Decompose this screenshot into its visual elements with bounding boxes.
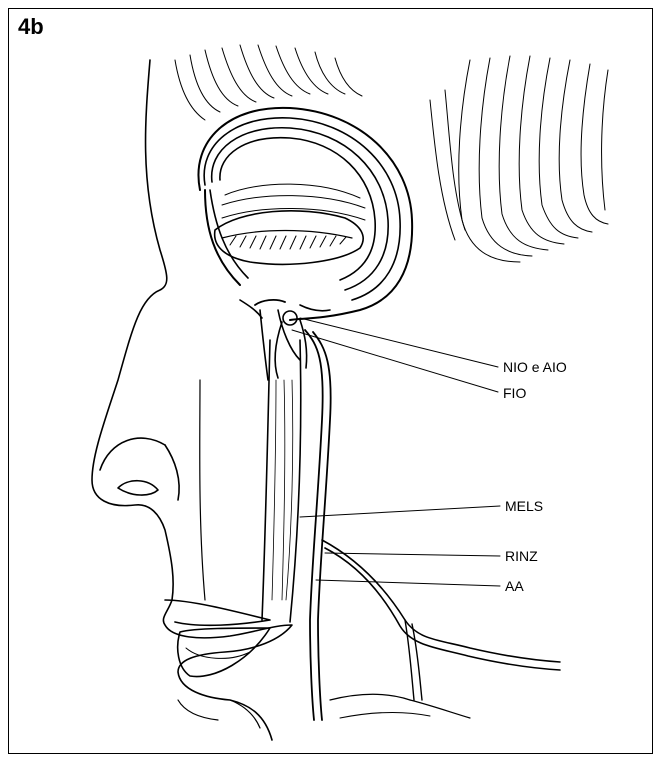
label-rinz: RINZ — [505, 548, 538, 564]
orbital-muscle — [198, 108, 412, 320]
leader-rinz — [325, 553, 500, 556]
levator-muscle — [262, 340, 301, 622]
label-fio: FIO — [503, 385, 526, 401]
leader-lines — [292, 318, 500, 586]
leader-aa — [316, 580, 500, 586]
eyeball — [215, 184, 365, 264]
face-profile — [92, 60, 292, 740]
upper-lip — [165, 600, 270, 625]
label-aa: AA — [505, 578, 524, 594]
nostril — [118, 481, 158, 495]
label-mels: MELS — [505, 498, 543, 514]
leader-mels — [300, 506, 500, 517]
label-nio-aio: NIO e AIO — [503, 359, 567, 375]
leader-nio-aio — [300, 318, 498, 367]
temple-hair — [430, 56, 608, 262]
infraorbital-foramen — [240, 300, 307, 380]
